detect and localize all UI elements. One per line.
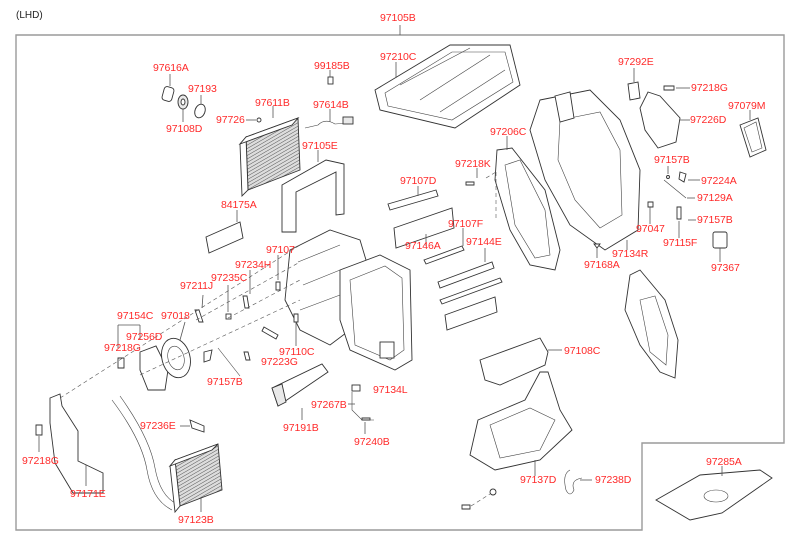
part-label-97226D[interactable]: 97226D: [690, 114, 727, 126]
part-label-97047[interactable]: 97047: [636, 223, 665, 235]
part-label-97234H[interactable]: 97234H: [235, 259, 272, 271]
heater-module-icon: [271, 363, 374, 434]
part-label-97367[interactable]: 97367: [711, 262, 740, 274]
part-label-97168A[interactable]: 97168A: [584, 259, 620, 271]
part-label-97157B-left[interactable]: 97157B: [207, 376, 243, 388]
part-label-84175A[interactable]: 84175A: [221, 199, 257, 211]
part-label-97107F[interactable]: 97107F: [448, 218, 484, 230]
part-label-97134R[interactable]: 97134R: [612, 248, 649, 260]
part-label-97224A[interactable]: 97224A: [701, 175, 737, 187]
part-label-97108C[interactable]: 97108C: [564, 345, 601, 357]
part-label-97614B[interactable]: 97614B: [313, 99, 349, 111]
part-label-97123B[interactable]: 97123B: [178, 514, 214, 526]
lower-case-icon: [461, 371, 573, 510]
sensor-icon: [304, 70, 354, 129]
part-label-97211J[interactable]: 97211J: [180, 280, 214, 292]
actuator-left-icon: [59, 244, 301, 399]
part-label-97137D[interactable]: 97137D: [520, 474, 557, 486]
part-label-97236E[interactable]: 97236E: [140, 420, 176, 432]
part-label-97107[interactable]: 97107: [266, 244, 295, 256]
part-label-97157B-right-2[interactable]: 97157B: [697, 214, 733, 226]
part-label-97256D[interactable]: 97256D: [126, 331, 163, 343]
part-label-97210C[interactable]: 97210C: [380, 51, 417, 63]
part-label-97105E[interactable]: 97105E: [302, 140, 338, 152]
part-label-99185B[interactable]: 99185B: [314, 60, 350, 72]
part-label-97611B[interactable]: 97611B: [255, 97, 290, 109]
part-label-97223G[interactable]: 97223G: [261, 356, 298, 368]
part-label-97134L[interactable]: 97134L: [373, 384, 408, 396]
pad-icon: [205, 210, 244, 254]
diagram-frame: [15, 34, 785, 531]
part-label-97157B-right-1[interactable]: 97157B: [654, 154, 690, 166]
seal-group-icon: [161, 74, 206, 122]
door-strips-icon: [387, 186, 503, 331]
actuator-right-icon: [627, 68, 767, 158]
part-label-97285A[interactable]: 97285A: [706, 456, 742, 468]
tray-icon: [479, 337, 562, 386]
part-label-97079M[interactable]: 97079M: [728, 100, 766, 112]
part-label-97171E[interactable]: 97171E: [70, 488, 106, 500]
part-label-97108D[interactable]: 97108D: [166, 123, 203, 135]
part-label-97218G-top[interactable]: 97218G: [691, 82, 728, 94]
part-label-97238D[interactable]: 97238D: [595, 474, 632, 486]
cover-plate-icon: [655, 466, 773, 521]
part-label-97206C[interactable]: 97206C: [490, 126, 527, 138]
side-cover-icon: [465, 136, 561, 271]
part-label-97235C[interactable]: 97235C: [211, 272, 248, 284]
part-label-97018[interactable]: 97018: [161, 310, 190, 322]
part-label-97726[interactable]: 97726: [216, 114, 245, 126]
side-panel-icon: [624, 269, 679, 379]
part-label-97146A[interactable]: 97146A: [405, 240, 441, 252]
part-label-97218G-bottom[interactable]: 97218G: [22, 455, 59, 467]
part-label-97107D[interactable]: 97107D: [400, 175, 437, 187]
part-label-97193[interactable]: 97193: [188, 83, 217, 95]
part-label-97129A[interactable]: 97129A: [697, 192, 733, 204]
part-label-97191B[interactable]: 97191B: [283, 422, 319, 434]
evaporator-housing-icon: [529, 89, 641, 251]
drain-hose-icon: [564, 469, 592, 495]
part-label-97240B[interactable]: 97240B: [354, 436, 390, 448]
heater-core-icon: [35, 393, 223, 514]
part-label-97218K[interactable]: 97218K: [455, 158, 491, 170]
part-label-97115F[interactable]: 97115F: [663, 237, 698, 249]
lever-parts-right-icon: [593, 166, 728, 262]
heater-housing-icon: [284, 229, 413, 371]
variant-label: (LHD): [16, 10, 43, 21]
part-label-97267B[interactable]: 97267B: [311, 399, 347, 411]
part-label-97144E[interactable]: 97144E: [466, 236, 502, 248]
part-label-97292E[interactable]: 97292E: [618, 56, 654, 68]
part-label-97154C[interactable]: 97154C: [117, 310, 154, 322]
part-label-97616A[interactable]: 97616A: [153, 62, 189, 74]
part-label-97110C[interactable]: 97110C: [279, 346, 315, 358]
seal-frame-icon: [281, 150, 345, 233]
part-label-97218G-left[interactable]: 97218G: [104, 342, 141, 354]
part-label-97105B[interactable]: 97105B: [380, 12, 416, 24]
evaporator-core-icon: [238, 106, 301, 198]
filter-frame-icon: [374, 44, 521, 129]
